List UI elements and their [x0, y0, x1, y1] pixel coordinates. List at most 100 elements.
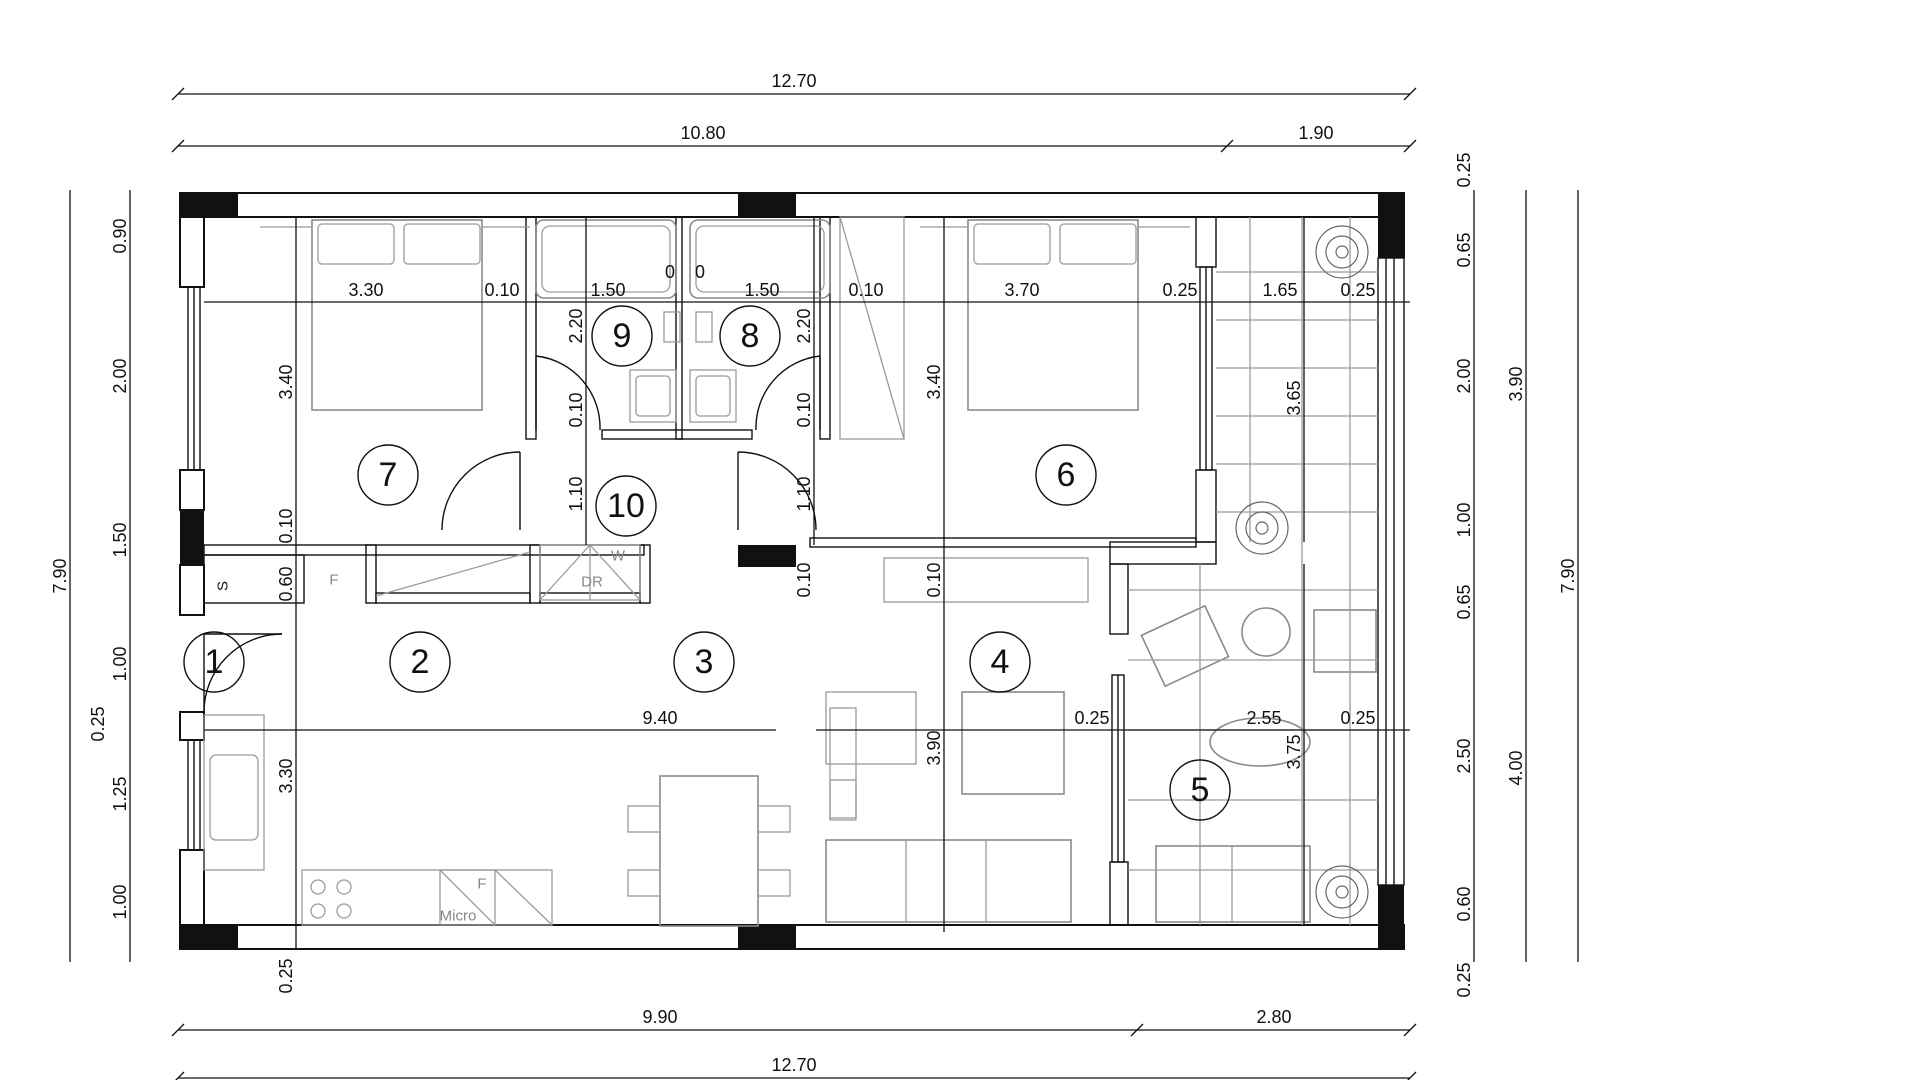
dim-row-bed-5: 0.10	[848, 280, 883, 300]
column	[738, 925, 796, 949]
dim-row-living-4: 0.25	[1340, 708, 1375, 728]
dim-vert-kitchen: 3.30	[276, 758, 296, 793]
dim-bath-gap-1: 0	[665, 262, 675, 282]
room-number-9: 9	[613, 317, 632, 355]
room-number-10: 10	[607, 487, 645, 525]
dim-vert-room5: 3.75	[1284, 734, 1304, 769]
toilet	[695, 311, 713, 343]
room-number-5: 5	[1191, 771, 1210, 809]
dim-row-living-3: 2.55	[1246, 708, 1281, 728]
dim-vert-bath9: 2.20	[566, 308, 586, 343]
furniture	[203, 216, 1378, 927]
column	[738, 193, 796, 217]
dim-vert-wall4: 0.10	[924, 562, 944, 597]
room-marker-8: 8	[719, 305, 781, 367]
dim-row-bed-3: 1.50	[590, 280, 625, 300]
dim-row-bed-4: 1.50	[744, 280, 779, 300]
microwave-label: Micro	[440, 908, 477, 925]
room-marker-4: 4	[969, 631, 1031, 693]
room-marker-2: 2	[389, 631, 451, 693]
dim-right-inner-8: 0.25	[1454, 962, 1474, 997]
dim-row-bed-8: 1.65	[1262, 280, 1297, 300]
dim-vert-bed6: 3.40	[924, 364, 944, 399]
dim-vert-room4: 3.90	[924, 730, 944, 765]
dim-left-seg-5: 0.25	[88, 706, 108, 741]
dim-row-living-1: 9.40	[642, 708, 677, 728]
room-marker-9: 9	[591, 305, 653, 367]
windows	[187, 266, 1213, 863]
room-number-7: 7	[379, 456, 398, 494]
dim-row-bed-1: 3.30	[348, 280, 383, 300]
room-number-2: 2	[411, 643, 430, 681]
sofa	[825, 839, 1072, 923]
room-marker-1: 1	[183, 631, 245, 693]
washer-label: W	[611, 548, 626, 565]
dim-right-inner-6: 2.50	[1454, 738, 1474, 773]
column	[1378, 885, 1404, 949]
shower-tray	[535, 219, 677, 299]
fridge-kitchen-label: F	[477, 876, 486, 893]
column	[1378, 193, 1404, 258]
dim-vert-bed7: 3.40	[276, 364, 296, 399]
dim-row-bed-9: 0.25	[1340, 280, 1375, 300]
shower-tray	[689, 219, 831, 299]
outdoor-sofa	[1155, 845, 1311, 923]
dim-right-inner-1: 0.25	[1454, 152, 1474, 187]
toilet	[663, 311, 681, 343]
room-markers: 1 2 3 4 5 6 7 8 9 10	[183, 305, 1231, 821]
room-marker-3: 3	[673, 631, 735, 693]
dim-left-seg-3: 1.50	[110, 522, 130, 557]
fridge-hall-label: F	[329, 572, 338, 589]
dim-right-inner-3: 2.00	[1454, 358, 1474, 393]
column	[180, 193, 238, 217]
dim-top-left: 10.80	[680, 123, 725, 143]
side-table	[1241, 607, 1291, 657]
sink	[689, 369, 737, 423]
dim-left-seg-4: 1.00	[110, 646, 130, 681]
dim-vert-wall7: 0.10	[276, 508, 296, 543]
sink	[629, 369, 677, 423]
dim-bottom-right: 2.80	[1256, 1007, 1291, 1027]
dim-right-mid-2: 4.00	[1506, 750, 1526, 785]
dim-vert-wall-storage: 0.60	[276, 566, 296, 601]
storage-label: S	[215, 581, 232, 591]
dim-vert-terrace: 3.65	[1284, 380, 1304, 415]
bed	[967, 219, 1139, 411]
dim-vert-hall-left: 1.10	[566, 476, 586, 511]
dim-left-overall: 7.90	[50, 558, 70, 593]
dim-left-seg-1: 0.90	[110, 218, 130, 253]
dim-bottom-overall: 12.70	[771, 1055, 816, 1075]
dim-left-seg-7: 1.00	[110, 884, 130, 919]
dim-vert-wall-hall: 0.10	[794, 562, 814, 597]
armchair	[1140, 604, 1230, 688]
plant	[1315, 865, 1369, 919]
kitchen-counter	[301, 869, 553, 926]
plant	[1315, 225, 1369, 279]
room-number-1: 1	[205, 643, 224, 681]
room-marker-7: 7	[357, 444, 419, 506]
dim-row-bed-6: 3.70	[1004, 280, 1039, 300]
plant	[1235, 501, 1289, 555]
room-marker-6: 6	[1035, 444, 1097, 506]
fixture-labels: S F DR W F Micro	[215, 548, 626, 925]
column	[738, 545, 796, 567]
dim-right-inner-2: 0.65	[1454, 232, 1474, 267]
dim-row-bed-7: 0.25	[1162, 280, 1197, 300]
dimension-lines: 12.70 10.80 1.90 9.90 2.80 12.70 7.90 0.…	[50, 71, 1579, 1080]
dim-top-right: 1.90	[1298, 123, 1333, 143]
dim-vert-door8: 0.10	[794, 392, 814, 427]
column	[180, 510, 204, 565]
dim-left-seg-6: 1.25	[110, 776, 130, 811]
dim-right-mid-1: 3.90	[1506, 366, 1526, 401]
dim-bath-gap-2: 0	[695, 262, 705, 282]
dim-bottom-left: 9.90	[642, 1007, 677, 1027]
dim-right-inner-5: 0.65	[1454, 584, 1474, 619]
room-marker-5: 5	[1169, 759, 1231, 821]
room-number-8: 8	[741, 317, 760, 355]
column	[180, 925, 238, 949]
dim-row-living-2: 0.25	[1074, 708, 1109, 728]
dim-top-overall: 12.70	[771, 71, 816, 91]
room-number-6: 6	[1057, 456, 1076, 494]
dim-left-seg-2: 2.00	[110, 358, 130, 393]
